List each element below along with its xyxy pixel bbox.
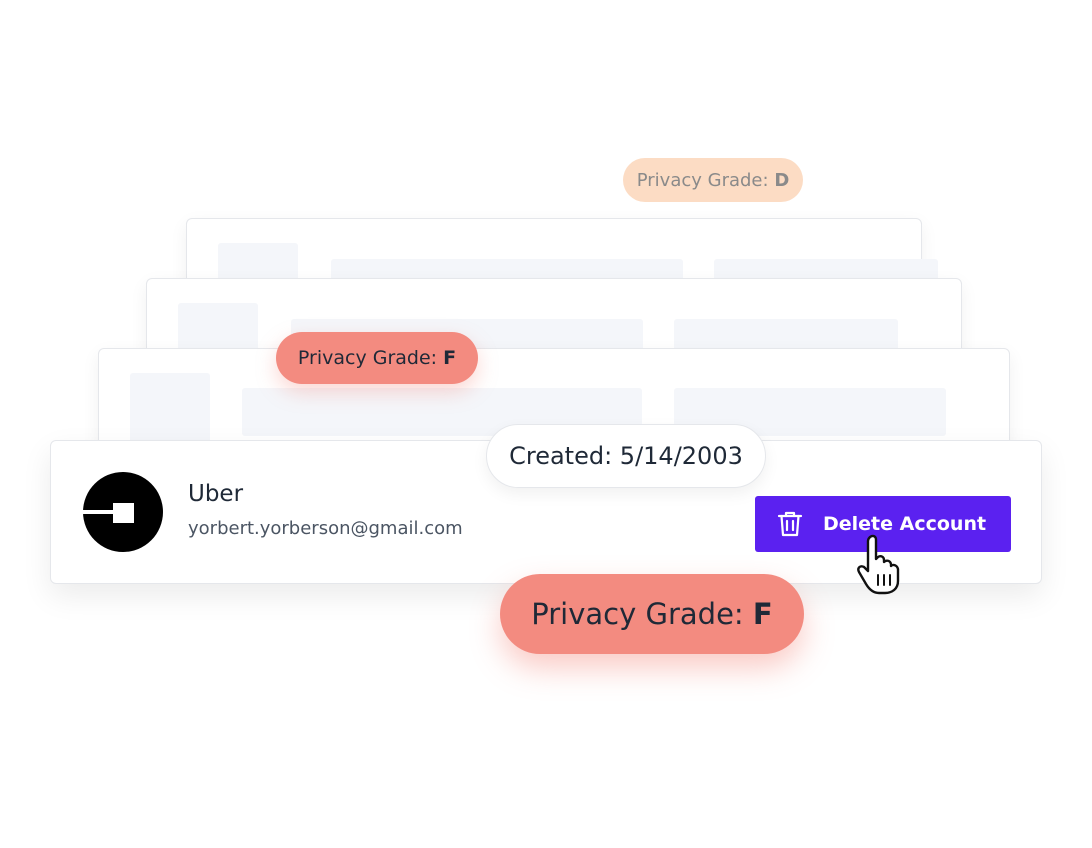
created-date-badge: Created: 5/14/2003 <box>486 424 766 488</box>
privacy-grade-value: D <box>774 169 790 191</box>
uber-logo-icon <box>83 472 163 552</box>
placeholder-logo <box>178 303 258 353</box>
privacy-grade-badge-d: Privacy Grade: D <box>623 158 803 202</box>
privacy-grade-label: Privacy Grade: <box>531 597 744 631</box>
privacy-grade-label: Privacy Grade: <box>297 347 438 369</box>
delete-account-button[interactable]: Delete Account <box>755 496 1011 552</box>
hand-pointer-cursor-icon <box>857 534 900 595</box>
created-date-text: Created: 5/14/2003 <box>509 442 743 470</box>
placeholder-logo <box>130 373 210 443</box>
account-email: yorbert.yorberson@gmail.com <box>188 518 463 539</box>
privacy-grade-label: Privacy Grade: <box>636 169 769 191</box>
privacy-grade-value: F <box>443 347 457 369</box>
trash-icon <box>777 511 803 537</box>
delete-account-label: Delete Account <box>823 513 987 535</box>
privacy-grade-badge-large: Privacy Grade: F <box>500 574 804 654</box>
placeholder-button <box>674 319 898 351</box>
privacy-grade-value: F <box>752 597 773 631</box>
privacy-grade-badge-f: Privacy Grade: F <box>276 332 478 384</box>
account-name: Uber <box>188 481 244 507</box>
